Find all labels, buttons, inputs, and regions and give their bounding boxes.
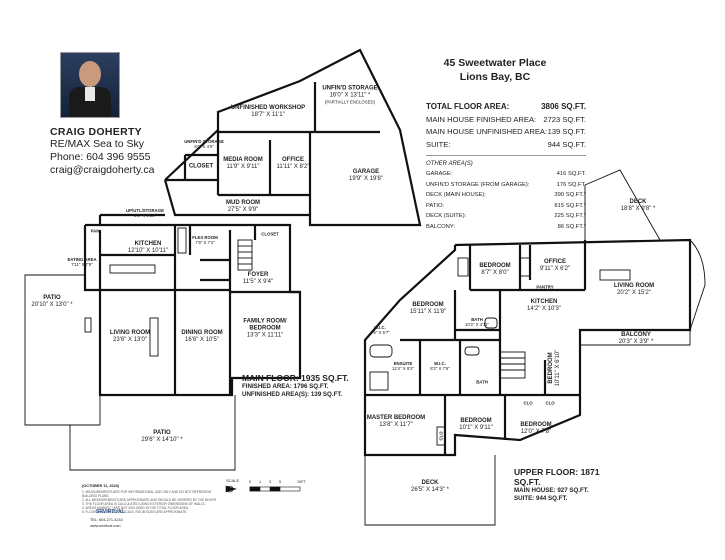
area-row: TOTAL FLOOR AREA:3806 SQ.FT. — [426, 102, 586, 111]
scale-tick: 10FT — [297, 480, 306, 484]
agent-name: CRAIG DOHERTY — [50, 126, 142, 138]
scale-tick: 0 — [249, 480, 252, 484]
brand-phone: TEL: 604-271-4244 — [90, 518, 123, 522]
upper-house-outline — [363, 238, 692, 457]
room-label: BATH — [476, 379, 488, 385]
main-floor-finished: FINISHED AREA: 1796 SQ.FT. — [242, 383, 329, 390]
scale-bar-icon — [249, 486, 301, 492]
room-label: CLO — [438, 431, 444, 441]
scale-tick: 1 — [259, 480, 262, 484]
other-area-row: UNFIN'D STORAGE (FROM GARAGE):176 SQ.FT. — [426, 181, 586, 188]
brand-logo: SRVIRTUAL — [96, 509, 125, 515]
disclaimer: 1. MEASUREMENTS ARE FOR INFORMATIONAL US… — [82, 490, 217, 514]
area-summary: TOTAL FLOOR AREA:3806 SQ.FT. MAIN HOUSE … — [426, 101, 586, 232]
other-area-row: BALCONY:86 SQ.FT.* — [426, 223, 586, 230]
other-area-row: PATIO:815 SQ.FT.* — [426, 202, 586, 209]
north-arrow-icon — [225, 485, 238, 493]
main-floor-title: MAIN FLOOR: 1935 SQ.FT. — [242, 373, 349, 383]
room-label: CLOSET — [188, 163, 214, 170]
upper-deck-east — [584, 169, 661, 241]
agent-photo — [60, 52, 120, 118]
upper-balcony — [579, 330, 691, 346]
upper-floor-title: UPPER FLOOR: 1871 SQ.FT. — [514, 467, 600, 487]
other-area-row: DECK (SUITE):225 SQ.FT.* — [426, 213, 586, 219]
area-row: SUITE:944 SQ.FT. — [426, 139, 586, 149]
scale-tick: 5 — [279, 480, 282, 484]
area-row: MAIN HOUSE UNFINISHED AREA:139 SQ.FT. — [426, 127, 586, 136]
other-areas-heading: OTHER AREA(S) — [426, 161, 473, 167]
upper-floor-suite: SUITE: 944 SQ.FT. — [514, 495, 568, 502]
agent-phone[interactable]: Phone: 604 396 9555 — [50, 151, 151, 163]
main-garage-outline — [163, 48, 422, 227]
room-label: CLOSET — [261, 231, 279, 237]
main-floor-unfinished: UNFINISHED AREA(S): 139 SQ.FT. — [242, 391, 343, 398]
brand-web[interactable]: www.srvirtual.com — [90, 524, 121, 528]
scale-label: SCALE — [226, 478, 240, 483]
room-label: CLO — [523, 400, 533, 406]
property-street: 45 Sweetwater Place — [443, 57, 547, 69]
upper-deck-south — [364, 455, 496, 526]
room-label: CLO — [545, 400, 555, 406]
room-label: PAN — [90, 228, 100, 234]
agent-email[interactable]: craig@craigdoherty.ca — [50, 164, 155, 176]
property-city: Lions Bay, BC — [459, 71, 531, 83]
upper-floor-main-house: MAIN HOUSE: 927 SQ.FT. — [514, 487, 589, 494]
scale-tick: 3 — [269, 480, 272, 484]
room-label: W.I.C.8'2" X 7'6" — [430, 361, 450, 371]
plan-date: (OCTOBER 11, 2023) — [82, 484, 120, 488]
room-label: PANTRY — [536, 284, 554, 290]
main-house-outline — [83, 223, 302, 397]
other-area-row: GARAGE:416 SQ.FT. — [426, 171, 586, 177]
agent-brokerage: RE/MAX Sea to Sky — [50, 138, 144, 150]
other-area-row: DECK (MAIN HOUSE):390 SQ.FT.* — [426, 192, 586, 198]
area-row: MAIN HOUSE FINISHED AREA:2723 SQ.FT. — [426, 114, 586, 124]
room-label: W.I.C.6'6" X 5'7" — [370, 325, 390, 335]
